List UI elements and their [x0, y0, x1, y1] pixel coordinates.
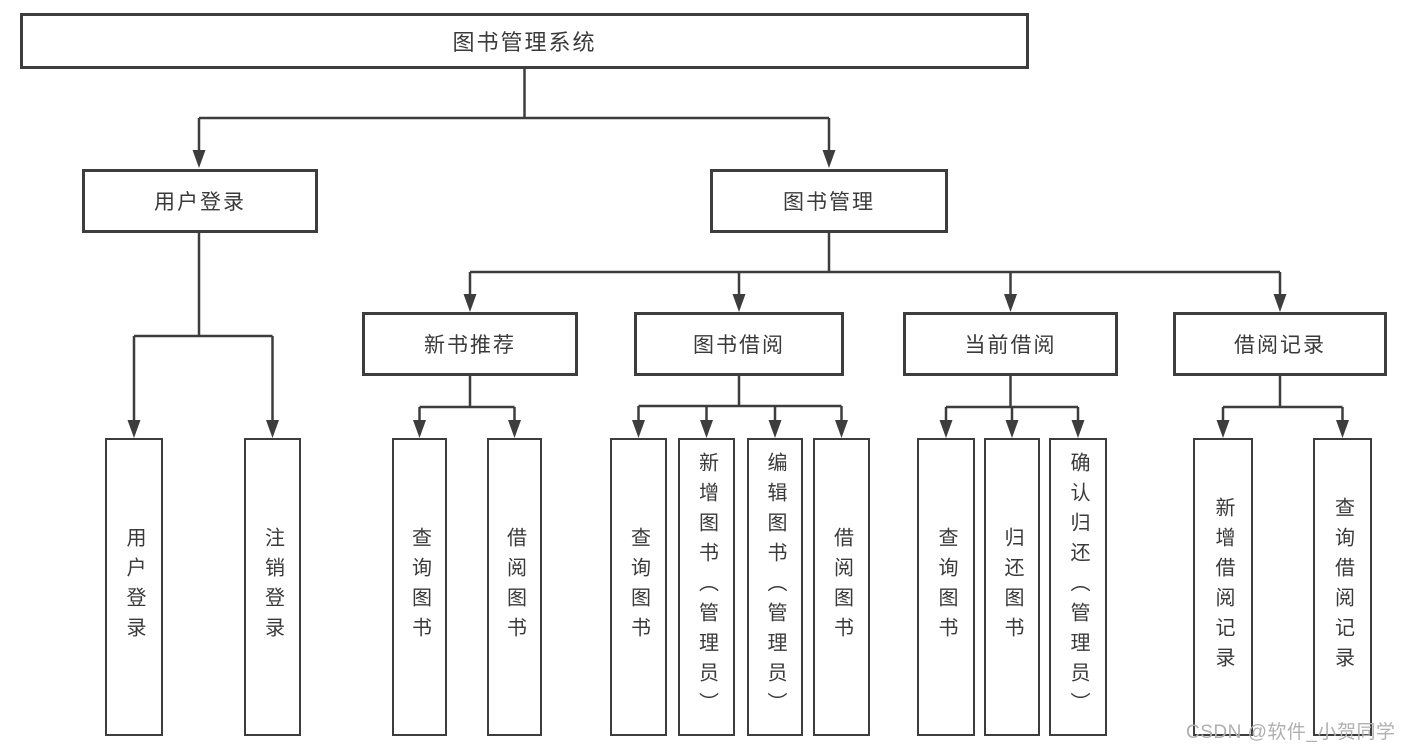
node-book-borrowing-label: 图书借阅 — [693, 334, 785, 357]
node-new-book-recommend-label: 新书推荐 — [424, 334, 516, 357]
leaf-current-query-books: 查询图书 — [917, 438, 975, 736]
leaf-borrowing-query-books: 查询图书 — [610, 438, 667, 736]
csdn-watermark: CSDN @软件_小贺同学 — [1186, 722, 1396, 743]
leaf-current-confirm-return: 确认归还（管理员） — [1049, 438, 1107, 736]
node-root-label: 图书管理系统 — [452, 30, 597, 55]
leaf-user-login: 用户登录 — [105, 438, 163, 736]
leaf-current-query-books-label: 查询图书 — [935, 527, 957, 647]
leaf-current-return-books-label: 归还图书 — [1001, 527, 1023, 647]
leaf-borrowing-borrow-books-label: 借阅图书 — [830, 527, 853, 647]
leaf-records-add-record: 新增借阅记录 — [1193, 438, 1253, 736]
edges-borrowing-records — [1216, 376, 1349, 438]
node-book-borrowing: 图书借阅 — [634, 312, 844, 376]
leaf-borrowing-query-books-label: 查询图书 — [627, 527, 650, 647]
leaf-borrowing-edit-books-label: 编辑图书（管理员） — [764, 452, 786, 722]
node-book-management: 图书管理 — [710, 169, 948, 233]
node-root-system: 图书管理系统 — [20, 13, 1029, 69]
node-user-login-label: 用户登录 — [154, 191, 246, 214]
edges-current-borrowing — [939, 376, 1085, 438]
node-borrowing-records: 借阅记录 — [1173, 312, 1387, 376]
node-user-login: 用户登录 — [82, 169, 318, 233]
leaf-recommend-query-books-label: 查询图书 — [408, 527, 431, 647]
leaf-user-login-label: 用户登录 — [123, 527, 145, 647]
leaf-logout: 注销登录 — [244, 438, 301, 736]
leaf-recommend-borrow-books: 借阅图书 — [487, 438, 542, 736]
leaf-borrowing-add-books-label: 新增图书（管理员） — [695, 452, 718, 722]
leaf-borrowing-add-books: 新增图书（管理员） — [678, 438, 735, 736]
leaf-current-confirm-return-label: 确认归还（管理员） — [1067, 452, 1089, 722]
edges-root — [192, 69, 836, 168]
edges-book-management — [463, 233, 1287, 312]
leaf-logout-label: 注销登录 — [261, 527, 284, 647]
leaf-borrowing-borrow-books: 借阅图书 — [813, 438, 870, 736]
leaf-borrowing-edit-books: 编辑图书（管理员） — [747, 438, 803, 736]
leaf-records-query-record-label: 查询借阅记录 — [1331, 497, 1354, 677]
leaf-recommend-borrow-books-label: 借阅图书 — [503, 527, 526, 647]
node-borrowing-records-label: 借阅记录 — [1234, 334, 1326, 357]
node-new-book-recommend: 新书推荐 — [362, 312, 578, 376]
node-book-management-label: 图书管理 — [783, 191, 875, 214]
leaf-records-add-record-label: 新增借阅记录 — [1212, 497, 1234, 677]
edges-book-borrowing — [632, 376, 848, 438]
node-current-borrowing-label: 当前借阅 — [964, 334, 1057, 357]
leaf-recommend-query-books: 查询图书 — [392, 438, 447, 736]
node-current-borrowing: 当前借阅 — [903, 312, 1118, 376]
leaf-records-query-record: 查询借阅记录 — [1313, 438, 1372, 736]
leaf-current-return-books: 归还图书 — [984, 438, 1040, 736]
edges-new-book-recommend — [413, 376, 521, 438]
edges-user-login — [127, 233, 279, 438]
